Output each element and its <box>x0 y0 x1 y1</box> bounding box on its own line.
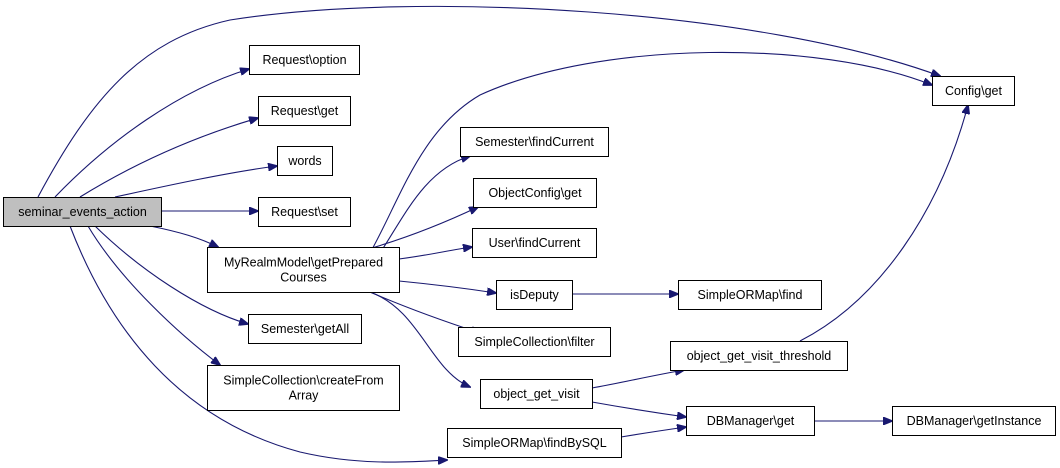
node-box <box>207 365 400 411</box>
node-label: Request\option <box>262 53 346 67</box>
edge-myrealm-getpreparedcourses-to-config-get <box>369 51 932 254</box>
node-box <box>472 228 597 258</box>
node-box <box>686 406 815 436</box>
edges <box>37 5 968 462</box>
node-object-get-visit[interactable]: object_get_visit <box>480 379 593 409</box>
edge-seminar-events-action-to-request-get <box>79 118 258 198</box>
node-box <box>249 45 360 75</box>
edge-simpleormap-findbysql-to-dbmanager-get <box>620 427 686 438</box>
node-user-findcurrent[interactable]: User\findCurrent <box>472 228 597 258</box>
node-box <box>670 341 848 371</box>
node-seminar-events-action[interactable]: seminar_events_action <box>3 197 162 227</box>
node-box <box>892 406 1056 436</box>
node-simplecollection-filter[interactable]: SimpleCollection\filter <box>458 327 611 357</box>
node-box <box>248 314 362 344</box>
node-simpleormap-findbysql[interactable]: SimpleORMap\findBySQL <box>447 428 622 458</box>
node-objectconfig-get[interactable]: ObjectConfig\get <box>473 178 597 208</box>
node-request-option[interactable]: Request\option <box>249 45 360 75</box>
node-label: User\findCurrent <box>489 236 581 250</box>
node-label: isDeputy <box>510 288 559 302</box>
node-dbmanager-getinstance[interactable]: DBManager\getInstance <box>892 406 1056 436</box>
node-box <box>496 280 573 310</box>
node-label: Request\set <box>271 205 338 219</box>
edge-myrealm-getpreparedcourses-to-object-get-visit <box>369 291 470 387</box>
node-box <box>460 127 609 157</box>
node-box <box>678 280 822 310</box>
node-box <box>473 178 597 208</box>
node-label: seminar_events_action <box>18 205 147 219</box>
node-label: SimpleORMap\find <box>698 288 803 302</box>
edge-object-get-visit-to-object-get-visit-threshold <box>591 370 684 389</box>
edge-seminar-events-action-to-simplecollection-createfromarray <box>87 225 220 365</box>
edge-object-get-visit-to-dbmanager-get <box>591 401 686 417</box>
edge-seminar-events-action-to-config-get <box>37 5 940 198</box>
node-box <box>207 247 400 293</box>
node-box <box>3 197 162 227</box>
node-isdeputy[interactable]: isDeputy <box>496 280 573 310</box>
edge-seminar-events-action-to-semester-getall <box>94 225 248 324</box>
edge-seminar-events-action-to-words <box>114 166 277 198</box>
edge-seminar-events-action-to-request-option <box>54 69 249 198</box>
node-request-set[interactable]: Request\set <box>258 197 351 227</box>
node-words[interactable]: words <box>277 146 333 176</box>
node-label: words <box>287 154 321 168</box>
node-box <box>480 379 593 409</box>
node-label: Courses <box>280 271 327 285</box>
node-box <box>447 428 622 458</box>
node-box <box>458 327 611 357</box>
edge-seminar-events-action-to-myrealm-getpreparedcourses <box>149 225 218 247</box>
node-label: Semester\getAll <box>261 322 349 336</box>
node-request-get[interactable]: Request\get <box>258 96 351 126</box>
node-label: SimpleCollection\filter <box>474 335 594 349</box>
edge-object-get-visit-threshold-to-config-get <box>799 105 968 342</box>
edge-myrealm-getpreparedcourses-to-simplecollection-filter <box>369 291 480 333</box>
edge-myrealm-getpreparedcourses-to-user-findcurrent <box>398 247 472 260</box>
node-simpleormap-find[interactable]: SimpleORMap\find <box>678 280 822 310</box>
node-box <box>258 197 351 227</box>
node-label: MyRealmModel\getPrepared <box>224 256 383 270</box>
node-label: SimpleCollection\createFrom <box>223 374 383 388</box>
node-label: DBManager\get <box>707 414 795 428</box>
node-label: object_get_visit_threshold <box>687 349 832 363</box>
node-label: Semester\findCurrent <box>475 135 594 149</box>
node-box <box>932 76 1015 106</box>
node-box <box>258 96 351 126</box>
node-label: DBManager\getInstance <box>907 414 1042 428</box>
node-label: object_get_visit <box>493 387 580 401</box>
edge-myrealm-getpreparedcourses-to-semester-findcurrent <box>379 156 470 254</box>
node-label: ObjectConfig\get <box>488 186 582 200</box>
edge-myrealm-getpreparedcourses-to-isdeputy <box>398 280 496 293</box>
node-label: Array <box>289 389 320 403</box>
node-label: Request\get <box>271 104 339 118</box>
node-semester-findcurrent[interactable]: Semester\findCurrent <box>460 127 609 157</box>
node-dbmanager-get[interactable]: DBManager\get <box>686 406 815 436</box>
node-label: SimpleORMap\findBySQL <box>462 436 607 450</box>
node-label: Config\get <box>945 84 1003 98</box>
node-semester-getall[interactable]: Semester\getAll <box>248 314 362 344</box>
node-box <box>277 146 333 176</box>
nodes: seminar_events_action Request\optionReque… <box>3 45 1056 458</box>
node-object-get-visit-threshold[interactable]: object_get_visit_threshold <box>670 341 848 371</box>
edge-seminar-events-action-to-simpleormap-findbysql <box>69 225 447 462</box>
edge-myrealm-getpreparedcourses-to-objectconfig-get <box>364 207 478 251</box>
node-config-get[interactable]: Config\get <box>932 76 1015 106</box>
